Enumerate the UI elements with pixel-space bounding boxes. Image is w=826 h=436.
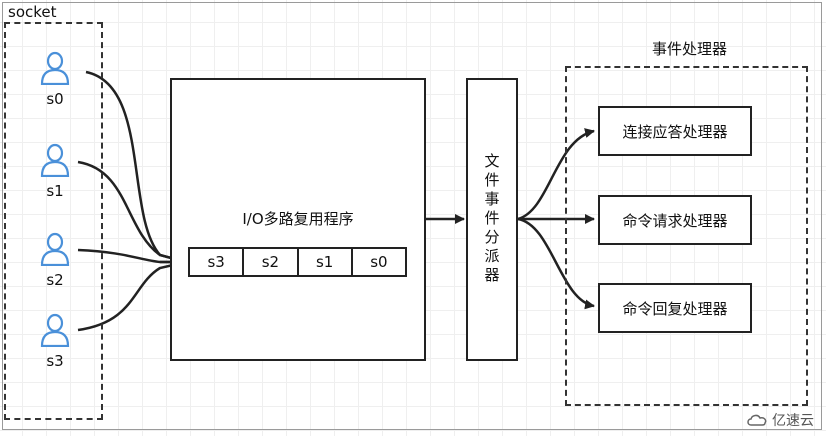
- io-multiplexer-title: I/O多路复用程序: [242, 210, 354, 228]
- cloud-logo-icon: [747, 414, 767, 426]
- socket-label-s0: s0: [46, 90, 64, 108]
- queue-cell: s2: [244, 249, 299, 275]
- watermark: 亿速云: [746, 410, 814, 430]
- socket-group-title: socket: [8, 3, 57, 21]
- watermark-text: 亿速云: [772, 413, 814, 429]
- handler-command-reply: 命令回复处理器: [598, 283, 752, 333]
- connector-s2: [77, 248, 186, 264]
- connector-s0: [85, 70, 187, 264]
- user-icon: [40, 232, 70, 266]
- file-event-dispatcher-label: 文件事件分派器: [482, 153, 501, 286]
- handler-connection-accept: 连接应答处理器: [598, 106, 752, 156]
- user-icon: [40, 143, 70, 177]
- queue-cell: s3: [190, 249, 245, 275]
- socket-label-s2: s2: [46, 271, 64, 289]
- diagram-frame: [2, 2, 822, 430]
- connector-handler-2: [517, 217, 595, 310]
- connector-handler-0: [517, 128, 595, 221]
- connector-s1: [77, 160, 187, 264]
- socket-group: [4, 22, 103, 420]
- queue-cell: s0: [370, 253, 388, 271]
- event-handlers-group: [565, 66, 808, 406]
- socket-queue: s3 s2 s1 s0: [188, 247, 407, 277]
- user-icon: [40, 313, 70, 347]
- connector-s3: [77, 260, 187, 332]
- user-icon: [40, 51, 70, 85]
- socket-label-s1: s1: [46, 182, 64, 200]
- socket-label-s3: s3: [46, 352, 64, 370]
- event-handlers-title: 事件处理器: [652, 40, 728, 58]
- file-event-dispatcher-box: 文件事件分派器: [466, 78, 518, 361]
- queue-cell: s1: [299, 249, 353, 275]
- handler-command-request: 命令请求处理器: [598, 195, 752, 245]
- io-multiplexer-box: [170, 78, 426, 361]
